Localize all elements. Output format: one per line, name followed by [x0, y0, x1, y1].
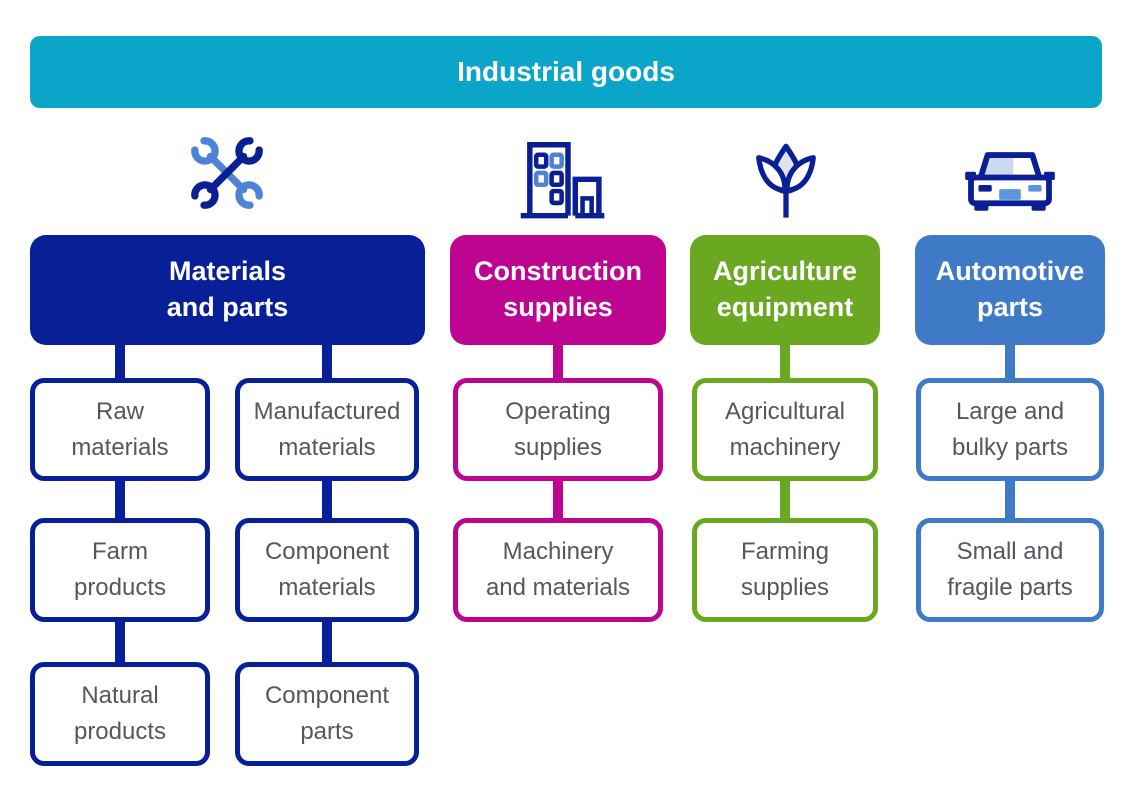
node-component-parts: Component parts: [235, 662, 419, 766]
node-raw-materials: Raw materials: [30, 378, 210, 481]
node-label: Farming supplies: [740, 538, 830, 601]
branch-head-materials-and-parts: Materials and parts: [30, 235, 425, 345]
node-natural-products: Natural products: [30, 662, 210, 766]
plant-icon: [742, 134, 830, 222]
node-label: Natural products: [73, 682, 167, 745]
node-farm-products: Farm products: [30, 518, 210, 622]
node-label: Raw materials: [71, 397, 169, 461]
branch-head-construction-supplies: Construction supplies: [450, 235, 666, 345]
connector: [553, 344, 563, 380]
connector: [322, 344, 332, 380]
node-label: Manufactured materials: [253, 397, 401, 461]
root-node: Industrial goods: [30, 36, 1102, 108]
connector: [553, 479, 563, 520]
connector: [780, 344, 790, 380]
connector: [115, 479, 125, 520]
branch-title: Agriculture equipment: [712, 256, 858, 322]
connector: [115, 620, 125, 664]
node-label: Operating supplies: [505, 397, 611, 461]
node-label: Farm products: [73, 538, 167, 601]
connector: [322, 479, 332, 520]
node-farming-supplies: Farming supplies: [692, 518, 878, 622]
connector: [1005, 479, 1015, 520]
connector: [322, 620, 332, 664]
node-machinery-and-materials: Machinery and materials: [453, 518, 663, 622]
crossed-wrenches-icon: [181, 127, 273, 219]
branch-title: Construction supplies: [474, 256, 642, 322]
node-manufactured-materials: Manufactured materials: [235, 378, 419, 481]
node-large-and-bulky-parts: Large and bulky parts: [916, 378, 1104, 481]
node-label: Small and fragile parts: [947, 538, 1073, 601]
node-label: Component parts: [264, 682, 390, 745]
node-operating-supplies: Operating supplies: [453, 378, 663, 481]
connector: [115, 344, 125, 380]
node-label: Agricultural machinery: [724, 397, 846, 461]
node-small-and-fragile-parts: Small and fragile parts: [916, 518, 1104, 622]
branch-title: Automotive parts: [935, 256, 1085, 322]
root-title: Industrial goods: [457, 56, 675, 87]
connector: [1005, 344, 1015, 380]
node-label: Machinery and materials: [485, 538, 631, 601]
connector: [780, 479, 790, 520]
node-label: Large and bulky parts: [951, 397, 1069, 461]
node-label: Component materials: [264, 538, 390, 601]
node-component-materials: Component materials: [235, 518, 419, 622]
branch-title: Materials and parts: [166, 256, 289, 322]
branch-head-agriculture-equipment: Agriculture equipment: [690, 235, 880, 345]
car-icon: [960, 136, 1060, 219]
node-agricultural-machinery: Agricultural machinery: [692, 378, 878, 481]
branch-head-automotive-parts: Automotive parts: [915, 235, 1105, 345]
buildings-icon: [508, 132, 608, 223]
